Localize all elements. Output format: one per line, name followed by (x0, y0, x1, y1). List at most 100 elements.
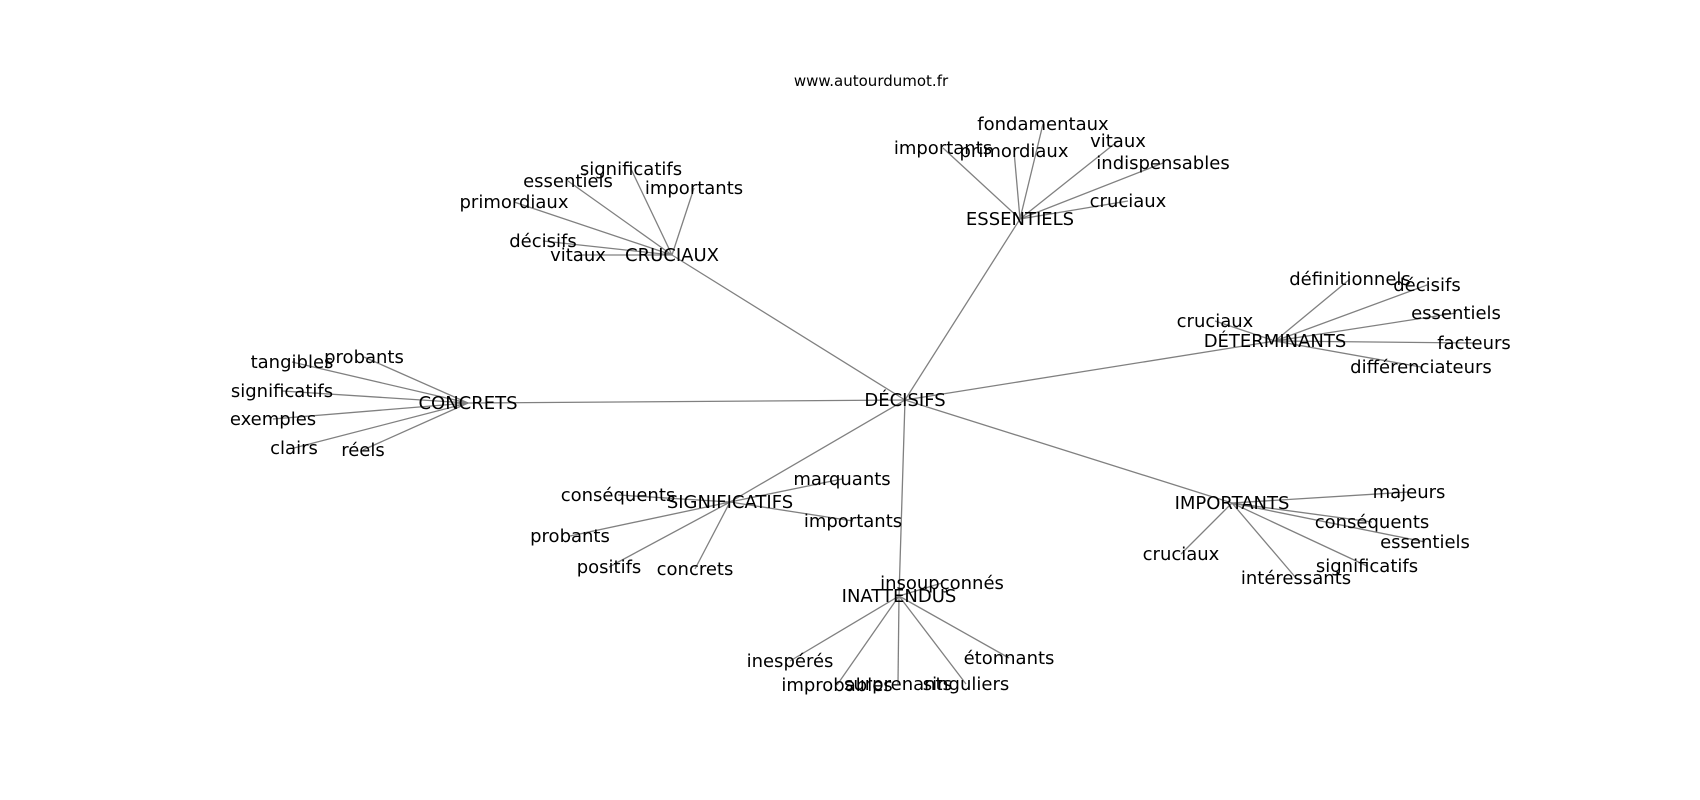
edge-hub-leaf (1274, 340, 1475, 344)
leaf-label: importants (645, 178, 743, 199)
edge-hub-leaf (630, 168, 673, 256)
edge-hub-leaf (567, 180, 673, 256)
edge-hub-leaf (729, 501, 854, 522)
edge-hub-leaf (362, 402, 469, 451)
edge-hub-leaf (617, 494, 731, 503)
edge-hub-leaf (1214, 320, 1276, 342)
edge-hub-leaf (608, 501, 731, 568)
leaf-label: indispensables (1096, 153, 1229, 174)
edge-center-hub (904, 399, 1233, 504)
edge-hub-leaf (569, 501, 731, 537)
edge-center-hub (671, 254, 906, 401)
leaf-label: conséquents (1315, 512, 1430, 533)
edge-hub-leaf (1274, 278, 1351, 342)
leaf-label: essentiels (1380, 532, 1470, 553)
edge-hub-leaf (942, 147, 1021, 220)
edges (272, 123, 1475, 686)
edge-hub-leaf (1180, 502, 1233, 555)
edge-hub-leaf (694, 501, 731, 570)
edge-hub-leaf (898, 582, 943, 597)
edge-center-hub (904, 218, 1021, 401)
leaf-label: cruciaux (1143, 544, 1220, 565)
hub-label: CRUCIAUX (625, 245, 719, 266)
leaf-label: primordiaux (960, 141, 1069, 162)
leaf-label: décisifs (1393, 275, 1461, 296)
edge-hub-leaf (1274, 312, 1457, 342)
leaf-label: intéressants (1241, 568, 1351, 589)
edge-hub-leaf (671, 187, 695, 256)
edge-hub-leaf (1013, 150, 1021, 220)
leaf-label: singuliers (923, 674, 1009, 695)
leaf-label: surprenants (844, 674, 952, 695)
leaf-label: décisifs (509, 231, 577, 252)
leaf-label: étonnants (964, 648, 1055, 669)
edge-hub-leaf (1019, 140, 1119, 220)
leaf-label: clairs (270, 438, 318, 459)
edge-hub-leaf (1231, 502, 1297, 579)
edge-center-hub (467, 399, 906, 404)
edge-hub-leaf (513, 201, 673, 256)
leaf-label: différenciateurs (1350, 357, 1492, 378)
edge-hub-leaf (272, 402, 469, 420)
edge-hub-leaf (542, 240, 673, 256)
leaf-label: tangibles (251, 352, 334, 373)
hub-label: IMPORTANTS (1175, 493, 1290, 514)
leaf-label: cruciaux (1177, 311, 1254, 332)
edge-hub-leaf (898, 595, 967, 685)
leaf-label: concrets (657, 559, 734, 580)
leaf-label: importants (804, 511, 902, 532)
leaf-label: significatifs (1316, 556, 1418, 577)
edge-hub-leaf (1231, 502, 1373, 523)
leaf-label: marquants (793, 469, 890, 490)
edge-center-hub (898, 399, 906, 597)
edge-hub-leaf (897, 595, 900, 685)
leaf-label: improbables (781, 675, 892, 696)
leaf-label: conséquents (561, 485, 676, 506)
edge-hub-leaf (1019, 162, 1164, 220)
leaf-label: inespérés (747, 651, 834, 672)
hub-label: CONCRETS (418, 393, 517, 414)
leaf-label: insoupçonnés (880, 573, 1004, 594)
leaf-label: significatifs (231, 381, 333, 402)
leaf-label: définitionnels (1289, 269, 1411, 290)
leaf-label: significatifs (580, 159, 682, 180)
leaf-label: vitaux (1090, 131, 1146, 152)
leaf-label: facteurs (1437, 333, 1511, 354)
hub-label: SIGNIFICATIFS (667, 492, 793, 513)
edge-hub-leaf (1019, 200, 1129, 220)
leaf-label: essentiels (1411, 303, 1501, 324)
leaf-label: fondamentaux (977, 114, 1109, 135)
edge-center-hub (729, 399, 906, 503)
source-url: www.autourdumot.fr (793, 72, 949, 90)
edge-hub-leaf (1231, 502, 1368, 567)
edge-hub-leaf (291, 361, 469, 404)
edge-hub-leaf (836, 595, 900, 686)
edge-hub-leaf (363, 356, 469, 404)
edge-hub-leaf (1231, 491, 1410, 504)
leaf-label: probants (324, 347, 404, 368)
edge-hub-leaf (1274, 284, 1428, 342)
leaf-label: réels (341, 440, 385, 461)
leaf-label: essentiels (523, 171, 613, 192)
edge-hub-leaf (1274, 340, 1422, 368)
hub-label: DÉTERMINANTS (1204, 330, 1347, 352)
leaf-label: cruciaux (1090, 191, 1167, 212)
edge-hub-leaf (281, 390, 469, 404)
leaf-label: exemples (230, 409, 316, 430)
hub-label: ESSENTIELS (966, 209, 1074, 230)
leaf-label: probants (530, 526, 610, 547)
edge-hub-leaf (729, 478, 843, 503)
center-label: DÉCISIFS (864, 389, 945, 411)
edge-hub-leaf (898, 595, 1010, 659)
leaf-label: primordiaux (460, 192, 569, 213)
edge-hub-leaf (789, 595, 900, 662)
hub-label: INATTENDUS (842, 586, 957, 607)
leaf-label: positifs (577, 557, 642, 578)
leaf-label: vitaux (550, 245, 606, 266)
edge-hub-leaf (1231, 502, 1426, 543)
leaf-label: majeurs (1373, 482, 1446, 503)
edge-center-hub (904, 340, 1276, 401)
edge-hub-leaf (1019, 123, 1044, 220)
